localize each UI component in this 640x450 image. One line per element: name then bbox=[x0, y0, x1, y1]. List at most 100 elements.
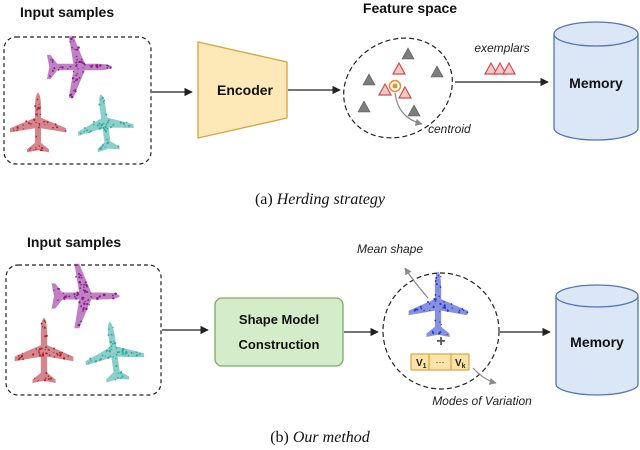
airplane-point bbox=[82, 67, 84, 69]
airplane-point bbox=[414, 308, 416, 311]
airplane-point bbox=[443, 304, 446, 307]
input-samples-box-top bbox=[3, 36, 152, 165]
feature-space-title: Feature space bbox=[363, 0, 457, 16]
airplane-point bbox=[44, 348, 46, 351]
airplane-point bbox=[45, 334, 48, 337]
airplane-point bbox=[77, 68, 79, 70]
shape-model-label-line2: Construction bbox=[239, 337, 320, 352]
airplane-point bbox=[20, 354, 24, 358]
airplane-point bbox=[435, 283, 438, 286]
airplane-point bbox=[49, 75, 51, 78]
feature-space-ellipse bbox=[343, 37, 453, 139]
airplane-point bbox=[77, 272, 81, 275]
airplane-point bbox=[463, 309, 465, 312]
airplane-point bbox=[75, 48, 77, 51]
airplane-point bbox=[53, 289, 55, 291]
airplane-point bbox=[77, 323, 81, 327]
airplane-point bbox=[122, 122, 125, 125]
airplane-point bbox=[438, 295, 440, 298]
airplane-point bbox=[35, 121, 37, 124]
airplane-point bbox=[13, 130, 15, 132]
airplane-point bbox=[44, 124, 46, 126]
airplane-point bbox=[444, 306, 447, 309]
airplane-point bbox=[75, 63, 78, 66]
airplane-point bbox=[90, 360, 92, 362]
airplane-point bbox=[85, 284, 88, 287]
triangle-grey bbox=[357, 100, 371, 113]
airplane-point bbox=[84, 300, 86, 302]
airplane-point bbox=[112, 297, 115, 300]
airplane-point bbox=[33, 149, 35, 151]
airplane-body bbox=[51, 263, 121, 329]
airplane-purple-top bbox=[46, 36, 113, 99]
airplane-point bbox=[53, 347, 55, 350]
memory-cylinder-bottom bbox=[555, 284, 639, 396]
airplane-point bbox=[22, 352, 24, 354]
airplane-point bbox=[53, 351, 55, 354]
airplane-point bbox=[121, 353, 123, 355]
herding-panel: Input samples Encoder Feature space bbox=[3, 0, 639, 208]
airplane-point bbox=[107, 141, 110, 144]
airplane-point bbox=[423, 309, 425, 312]
triangle-grey bbox=[401, 47, 415, 60]
airplane-point bbox=[434, 319, 437, 322]
airplane-point bbox=[37, 148, 39, 151]
mode-v1: V1 bbox=[416, 358, 427, 370]
airplane-point bbox=[127, 355, 130, 357]
airplane-point bbox=[124, 355, 126, 357]
airplane-point bbox=[71, 46, 73, 49]
exemplar-triangle bbox=[501, 61, 517, 75]
airplane-point bbox=[76, 66, 78, 68]
airplane-point bbox=[52, 126, 54, 129]
airplane-point bbox=[38, 145, 41, 147]
airplane-point bbox=[114, 378, 117, 381]
airplane-point bbox=[59, 352, 62, 355]
airplane-point bbox=[45, 371, 48, 375]
airplane-point bbox=[61, 351, 63, 354]
airplane-point bbox=[76, 58, 78, 61]
airplane-point bbox=[429, 309, 431, 312]
airplane-point bbox=[58, 288, 61, 290]
airplane-point bbox=[106, 127, 109, 130]
airplane-point bbox=[80, 305, 83, 308]
airplane-point bbox=[59, 66, 61, 68]
airplane-point bbox=[101, 145, 104, 148]
airplane-point bbox=[45, 352, 47, 355]
airplane-point bbox=[74, 296, 76, 298]
our-method-panel: Input samples Shape Model Construction M… bbox=[5, 234, 639, 446]
airplane-point bbox=[78, 280, 81, 284]
airplane-point bbox=[120, 377, 122, 379]
airplane-body bbox=[46, 36, 113, 98]
airplane-point bbox=[49, 377, 52, 380]
airplane-point bbox=[440, 324, 442, 326]
airplane-point bbox=[47, 348, 49, 350]
airplane-point bbox=[35, 146, 37, 149]
caption-herding: (a) Herding strategy bbox=[255, 191, 386, 208]
airplane-point bbox=[78, 301, 81, 304]
airplane-point bbox=[73, 40, 75, 42]
airplane-point bbox=[41, 325, 44, 328]
airplane-point bbox=[98, 295, 101, 298]
airplane-point bbox=[76, 48, 79, 51]
airplane-point bbox=[435, 276, 438, 280]
airplane-point bbox=[47, 375, 50, 378]
airplane-point bbox=[105, 351, 107, 353]
airplane-point bbox=[102, 101, 105, 103]
airplane-point bbox=[112, 356, 114, 358]
airplane-point bbox=[84, 281, 87, 284]
memory-label-bottom: Memory bbox=[570, 334, 624, 350]
airplane-point bbox=[434, 294, 437, 296]
airplane-point bbox=[102, 126, 105, 129]
airplane-point bbox=[44, 321, 47, 324]
airplane-point bbox=[85, 129, 88, 132]
airplane-point bbox=[101, 354, 104, 357]
airplane-point bbox=[73, 293, 76, 296]
airplane-point bbox=[69, 41, 71, 43]
airplane-point bbox=[68, 295, 71, 298]
modes-of-variation-bar bbox=[410, 353, 470, 371]
airplane-point bbox=[103, 128, 106, 131]
airplane-point bbox=[117, 376, 119, 379]
airplane-point bbox=[80, 283, 82, 286]
airplane-point bbox=[122, 352, 125, 355]
airplane-point bbox=[439, 311, 441, 313]
